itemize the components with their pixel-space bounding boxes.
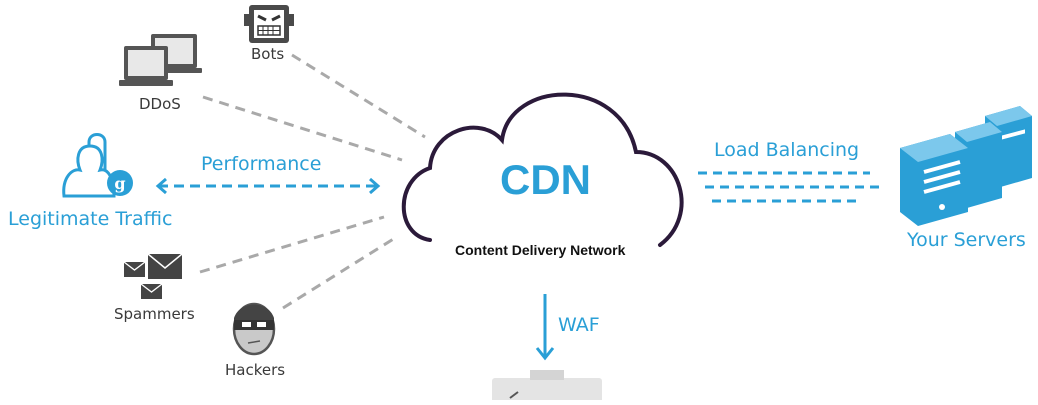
ddos-line: [202, 95, 403, 162]
performance-label: Performance: [201, 153, 322, 175]
svg-text:g: g: [114, 174, 125, 193]
bots-label: Bots: [251, 45, 285, 63]
cloud-shape: [401, 92, 684, 247]
cdn-title: CDN: [500, 156, 591, 203]
ddos-label: DDoS: [139, 95, 181, 113]
load-balancing-lines: [698, 171, 880, 203]
hacker-icon: [232, 302, 276, 356]
spammers-label: Spammers: [114, 305, 195, 323]
users-icon: g: [62, 133, 133, 198]
waf-arrow: [535, 294, 555, 361]
waf-label: WAF: [558, 314, 600, 336]
bots-line: [291, 53, 426, 139]
hackers-label: Hackers: [225, 361, 286, 379]
load-balancing-label: Load Balancing: [714, 139, 860, 161]
threat-lines: [199, 53, 426, 310]
firewall-icon: [492, 370, 602, 405]
spammers-line: [199, 215, 385, 274]
servers-icon: [900, 106, 1032, 226]
your-servers-label: Your Servers: [907, 229, 1026, 251]
performance-arrow: [155, 177, 381, 195]
envelopes-icon: [123, 253, 183, 299]
hackers-line: [282, 236, 396, 310]
legitimate-traffic-label: Legitimate Traffic: [8, 208, 173, 230]
robot-icon: [244, 5, 294, 43]
laptops-icon: [119, 34, 202, 86]
cdn-subtitle: Content Delivery Network: [455, 242, 626, 258]
